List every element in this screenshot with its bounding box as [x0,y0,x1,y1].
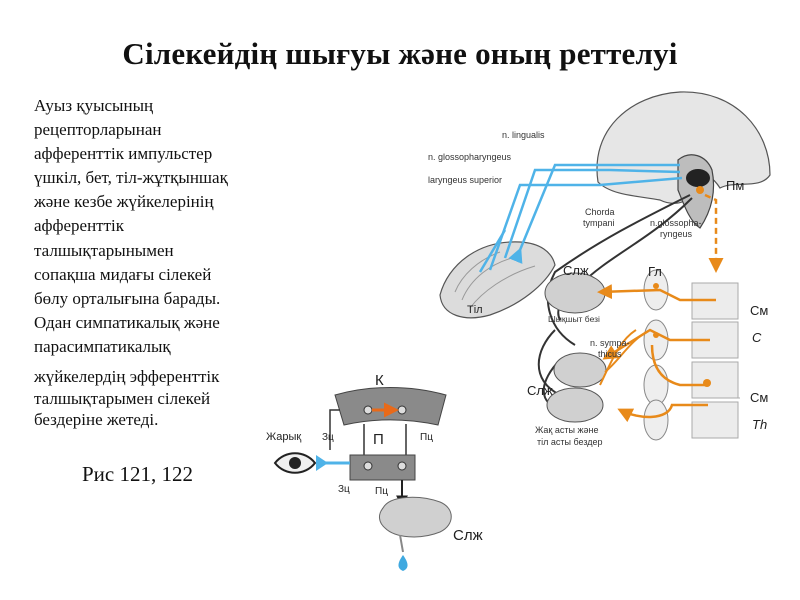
duct [399,534,404,553]
efferent-node [653,283,659,289]
efferent-node [653,332,659,338]
nerve-short-1 [478,229,507,273]
nerve-chorda [546,194,691,346]
salivary-gland [379,496,452,538]
text-line: Ауыз қуысының [34,96,154,115]
subcortex-node-left [363,461,373,471]
label-shyk: Шықшыт безі [548,314,600,324]
figure-reference: Рис 121, 122 [82,462,193,486]
cortex-arc [334,387,447,426]
label-gl: Гл [648,264,662,279]
text-line: парасимпатикалық [34,336,171,356]
label-pm: Пм [726,178,744,193]
label-zts-top: Зц [322,432,334,443]
saliva-drop [398,555,408,571]
label-sm-2: См [750,390,768,405]
label-jaq-1: Жақ асты және [535,425,598,435]
body-paragraph-1: Ауыз қуысының рецепторларынан афферентті… [34,94,274,359]
label-slzh: Слж [453,527,483,544]
light-input-head [316,455,328,471]
label-k: К [375,372,384,389]
label-til: Тіл [467,304,483,316]
nerve-laryngeus [488,176,683,271]
label-n-glossopharyngeus: n. glossopharyngeus [428,152,512,162]
nerve-lingualis [508,163,680,264]
label-pts-top: Пц [420,432,433,443]
text-line: жүйкелердің эфференттік [34,367,220,386]
label-p: П [373,431,384,448]
label-sm-1: См [750,303,768,318]
body-paragraph-2: жүйкелердің эфференттік талшықтарымен сі… [34,366,274,431]
label-c: С [752,330,762,345]
label-symp-2: thicus [598,349,622,359]
efferent-mid [599,329,637,386]
label-zts-bottom: Зц [338,484,350,495]
text-line: үшкіл, бет, тіл-жұтқыншақ [34,168,228,188]
text-line: Одан симпатикалық және [34,312,220,332]
label-slzh-bottom: Слж [527,383,553,398]
light-path [329,409,340,450]
text-line: афференттік [34,216,125,236]
efferent-parotid [597,284,716,302]
label-chorda: Chorda [585,207,615,217]
efferent-node [703,379,711,387]
efferent-dashed [704,193,724,273]
text-line: рецепторларынан [34,120,162,140]
label-th: Th [752,417,767,432]
text-line: және кезбе жүйкелерінің [34,192,214,212]
page-title: Сілекейдің шығуы және оның реттелуі [122,36,678,71]
medulla-efferent-node [696,186,704,194]
subcortex-node-right [397,461,407,471]
eye-pupil [289,457,301,469]
text-line: бездеріне жетеді. [34,410,159,429]
brain-shape [596,91,771,204]
text-line: афференттік импульстер [34,144,213,164]
label-pts-bottom: Пц [375,486,388,497]
label-zhary: Жарық [266,431,301,443]
nerve-glossopharyngeus [503,168,681,259]
label-symp-1: n. sympa- [590,338,630,348]
label-n-glosso-1: n.glossopha- [650,218,702,228]
text-line: сопақша мидағы сілекей [34,264,212,284]
tongue-shape [439,241,556,319]
text-line: талшықтарынымен [34,240,174,260]
label-n-glosso-2: ryngeus [660,229,693,239]
label-tympani: tympani [583,218,615,228]
medulla-center [686,169,710,187]
efferent-th2 [617,403,708,423]
label-slzh-top: Слж [563,263,589,278]
efferent-c [602,328,710,360]
submandibular-gland-2 [546,387,604,423]
text-line: бөлу орталығына барады. [34,288,221,308]
cortex-node-right [397,405,407,415]
spinal-segments [691,282,739,439]
cortex-node-left [363,405,373,415]
label-laryngeus-superior: laryngeus superior [428,175,502,185]
label-n-lingualis: n. lingualis [502,130,545,140]
text-line: талшықтарымен сілекей [34,388,211,408]
nerve-sympathetic [537,329,561,396]
efferent-th [650,344,708,387]
label-jaq-2: тіл асты бездер [537,437,603,447]
